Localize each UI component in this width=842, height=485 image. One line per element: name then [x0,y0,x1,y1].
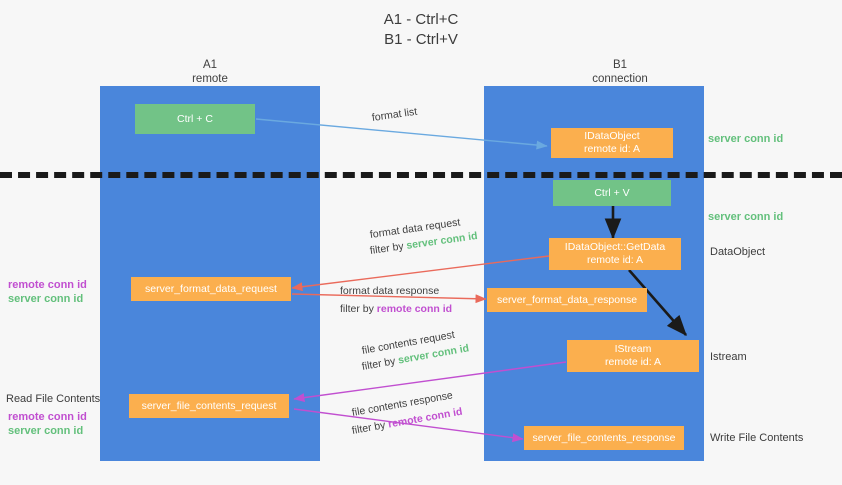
label-format-list: format list [371,105,418,124]
annotation-server-conn-id-upper: server conn id [8,293,84,305]
label-format-data-response: format data response [340,285,440,297]
annotation-remote-conn-id-upper: remote conn id [8,279,87,291]
box-server-file-contents-request[interactable]: server_file_contents_request [129,394,289,418]
filter-prefix: filter by [369,239,408,257]
box-server-format-data-response[interactable]: server_format_data_response [487,288,647,312]
box-idataobject[interactable]: IDataObject remote id: A [551,128,673,158]
label-file-contents-response-group: file contents response filter by remote … [350,389,464,438]
phase-divider [0,172,842,178]
annotation-server-conn-id-top: server conn id [708,133,784,145]
annotation-write-file-contents: Write File Contents [710,432,804,444]
filter-value-remote-conn-id: remote conn id [376,303,453,315]
box-istream[interactable]: IStream remote id: A [567,340,699,372]
column-header-a1: A1 remote [192,59,228,85]
label-format-data-response-filter: filter by remote conn id [340,302,452,316]
annotation-upper-conn-ids: remote conn id server conn id [8,278,87,306]
label-file-contents-request-group: file contents request filter by server c… [360,329,471,374]
annotation-read-file-contents: Read File Contents [6,393,101,405]
annotation-remote-conn-id-lower: remote conn id [8,411,87,423]
annotation-server-conn-id-second: server conn id [708,211,784,223]
filter-prefix: filter by [360,354,400,373]
annotation-istream: Istream [710,351,747,363]
filter-prefix: filter by [340,303,377,315]
label-format-data-response-group: format data response filter by remote co… [340,284,452,316]
box-ctrl-c[interactable]: Ctrl + C [135,104,255,134]
annotation-dataobject: DataObject [710,246,766,258]
page-title: A1 - Ctrl+C B1 - Ctrl+V [383,11,459,48]
box-getdata[interactable]: IDataObject::GetData remote id: A [549,238,681,270]
filter-prefix: filter by [350,418,390,437]
annotation-server-conn-id-lower: server conn id [8,425,84,437]
box-ctrl-v[interactable]: Ctrl + V [553,180,671,206]
box-server-format-data-request[interactable]: server_format_data_request [131,277,291,301]
label-format-data-request-group: format data request filter by server con… [369,216,479,258]
box-server-file-contents-response[interactable]: server_file_contents_response [524,426,684,450]
annotation-lower-conn-ids: remote conn id server conn id [8,410,87,438]
column-header-b1: B1 connection [592,59,648,85]
